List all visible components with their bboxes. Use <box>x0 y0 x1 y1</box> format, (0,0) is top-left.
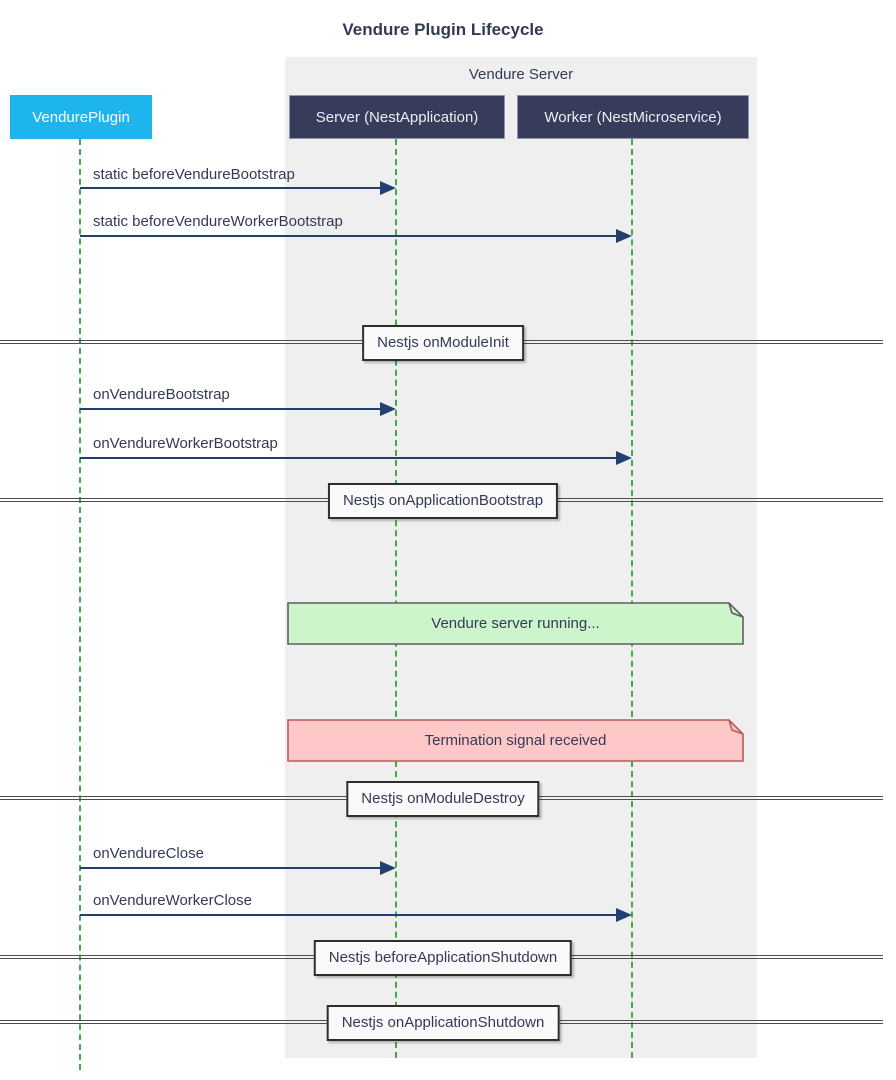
message-arrow <box>80 408 380 410</box>
note-label: Termination signal received <box>424 732 607 749</box>
participant-vendureplugin: VendurePlugin <box>10 95 152 139</box>
participant-server: Server (NestApplication) <box>289 95 505 139</box>
divider-onmoduledestroy: Nestjs onModuleDestroy <box>346 781 540 817</box>
participant-label: Worker (NestMicroservice) <box>544 108 722 126</box>
message-arrowhead-icon <box>380 861 396 875</box>
group-label: Vendure Server <box>468 66 574 83</box>
participant-label: VendurePlugin <box>32 108 130 126</box>
lifeline-vendureplugin <box>79 139 81 1070</box>
divider-onapplicationshutdown: Nestjs onApplicationShutdown <box>326 1005 560 1041</box>
message-arrow <box>80 914 616 916</box>
participant-worker: Worker (NestMicroservice) <box>517 95 749 139</box>
diagram-title: Vendure Plugin Lifecycle <box>342 20 544 39</box>
message-label: onVendureClose <box>93 845 204 862</box>
note-shape <box>287 602 744 645</box>
message-arrowhead-icon <box>616 229 632 243</box>
group-box-vendure-server <box>285 57 757 1058</box>
lifeline-worker <box>631 139 633 1058</box>
message-arrow <box>80 457 616 459</box>
message-arrow <box>80 235 616 237</box>
note-server-running: Vendure server running... <box>287 602 744 645</box>
message-arrowhead-icon <box>380 181 396 195</box>
message-arrowhead-icon <box>380 402 396 416</box>
message-label: static beforeVendureBootstrap <box>93 166 295 183</box>
message-label: static beforeVendureWorkerBootstrap <box>93 213 343 230</box>
participant-label: Server (NestApplication) <box>315 108 479 126</box>
divider-onapplicationbootstrap: Nestjs onApplicationBootstrap <box>327 483 559 519</box>
note-label: Vendure server running... <box>431 615 600 632</box>
lifeline-server <box>395 139 397 1058</box>
note-termination-signal: Termination signal received <box>287 719 744 762</box>
message-arrowhead-icon <box>616 908 632 922</box>
note-shape <box>287 719 744 762</box>
message-arrow <box>80 187 380 189</box>
message-label: onVendureWorkerClose <box>93 892 252 909</box>
message-label: onVendureWorkerBootstrap <box>93 435 278 452</box>
divider-beforeapplicationshutdown: Nestjs beforeApplicationShutdown <box>313 940 573 976</box>
message-label: onVendureBootstrap <box>93 386 230 403</box>
message-arrowhead-icon <box>616 451 632 465</box>
divider-onmoduleinit: Nestjs onModuleInit <box>362 325 524 361</box>
message-arrow <box>80 867 380 869</box>
